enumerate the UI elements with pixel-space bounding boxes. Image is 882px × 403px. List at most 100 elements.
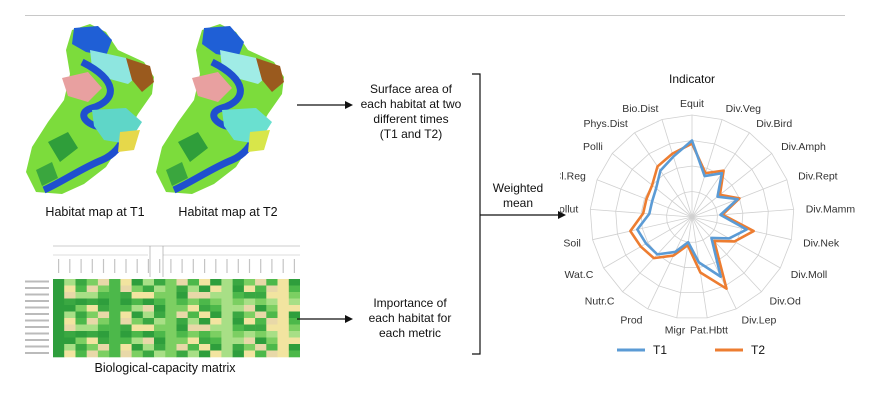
radar-spoke: [590, 208, 693, 218]
matrix-cell: [243, 337, 256, 345]
matrix-row-label: [25, 306, 49, 309]
matrix-cell: [255, 305, 267, 312]
matrix-cell: [266, 350, 278, 358]
matrix-cell: [142, 318, 155, 325]
matrix-cell: [86, 344, 99, 351]
matrix-cell: [232, 331, 245, 338]
matrix-cell: [199, 279, 211, 286]
habitat-map-t1: [26, 24, 154, 194]
matrix-cell: [221, 311, 233, 319]
matrix-cell: [86, 350, 99, 358]
matrix-cell: [86, 298, 99, 306]
matrix-cell: [97, 305, 110, 312]
matrix-cell: [142, 311, 155, 319]
matrix-cell: [120, 318, 132, 325]
matrix-cell: [232, 305, 245, 312]
matrix-cell: [176, 292, 188, 299]
legend: T1 T2: [617, 343, 765, 357]
matrix-col-header: [125, 259, 127, 273]
matrix-cell: [176, 331, 188, 338]
matrix-col-header: [215, 259, 217, 273]
matrix-cell: [210, 318, 222, 325]
matrix-cell: [210, 344, 222, 351]
axis-label: Bio.Dist: [622, 103, 658, 115]
matrix-cell: [86, 292, 99, 299]
matrix-col-header: [271, 259, 273, 273]
radar-spoke: [691, 208, 794, 218]
matrix-cell: [187, 285, 200, 293]
matrix-cell: [221, 292, 233, 299]
matrix-cell: [165, 285, 177, 293]
matrix-cell: [221, 324, 233, 332]
matrix-cell: [199, 344, 211, 351]
matrix-cell: [232, 285, 245, 293]
matrix-cell: [154, 311, 166, 319]
matrix-row-label: [25, 352, 49, 354]
matrix-cell: [109, 331, 121, 338]
weighted-line-2: mean: [502, 196, 534, 210]
matrix-cell: [86, 337, 99, 345]
matrix-cell: [243, 344, 256, 351]
matrix-cell: [232, 311, 245, 319]
matrix-row-label: [25, 287, 49, 289]
matrix-cell: [75, 318, 87, 325]
matrix-cell: [266, 311, 278, 319]
matrix-cell: [109, 350, 121, 358]
matrix-cell: [288, 337, 300, 345]
matrix-cell: [187, 337, 200, 345]
matrix-cell: [187, 311, 200, 319]
matrix-cell: [120, 331, 132, 338]
matrix-cell: [232, 298, 245, 306]
radar-spoke: [691, 216, 762, 293]
matrix-cell: [277, 292, 289, 299]
matrix-row-label: [25, 339, 49, 341]
importance-text: Importance of each habitat for each metr…: [350, 296, 470, 341]
matrix-cell: [232, 337, 245, 345]
matrix-cell: [97, 298, 110, 306]
map-caption-t2: Habitat map at T2: [178, 205, 278, 219]
axis-label: Pollut: [560, 204, 578, 216]
matrix-cell: [288, 305, 300, 312]
matrix-cell: [221, 318, 233, 325]
matrix-cell: [199, 292, 211, 299]
axis-label: Div.Od: [770, 296, 801, 308]
matrix-cell: [243, 279, 256, 286]
radar-spoke: [691, 153, 772, 218]
matrix-cell: [255, 298, 267, 306]
radar-ring: [615, 140, 769, 294]
matrix-cell: [187, 350, 200, 358]
matrix-cell: [187, 292, 200, 299]
axis-label: Div.Moll: [791, 269, 828, 281]
axis-label: Div.Veg: [726, 103, 762, 115]
axis-label: Pat.Hbtt: [690, 325, 728, 337]
matrix-cell: [288, 324, 300, 332]
matrix-cell: [109, 311, 121, 319]
matrix-cell: [199, 331, 211, 338]
matrix-cells: [25, 259, 300, 358]
matrix-cell: [53, 331, 65, 338]
matrix-cell: [154, 279, 166, 286]
matrix-cell: [243, 318, 256, 325]
matrix-cell: [277, 324, 289, 332]
matrix-cell: [266, 344, 278, 351]
matrix-cell: [277, 305, 289, 312]
radar-spoke: [691, 216, 792, 241]
matrix-cell: [75, 305, 87, 312]
matrix-cell: [187, 298, 200, 306]
series-line-t2: [629, 142, 755, 290]
matrix-cell: [165, 305, 177, 312]
matrix-cell: [266, 292, 278, 299]
matrix-cell: [210, 331, 222, 338]
matrix-cell: [86, 305, 99, 312]
matrix-cell: [255, 279, 267, 286]
matrix-cell: [165, 311, 177, 319]
matrix-cell: [53, 324, 65, 332]
matrix-cell: [131, 324, 144, 332]
radar-spoke: [603, 216, 693, 269]
matrix-col-header: [80, 259, 82, 273]
matrix-cell: [97, 344, 110, 351]
matrix-cell: [131, 318, 144, 325]
matrix-row-label: [25, 319, 49, 322]
matrix-cell: [131, 292, 144, 299]
matrix-cell: [210, 311, 222, 319]
